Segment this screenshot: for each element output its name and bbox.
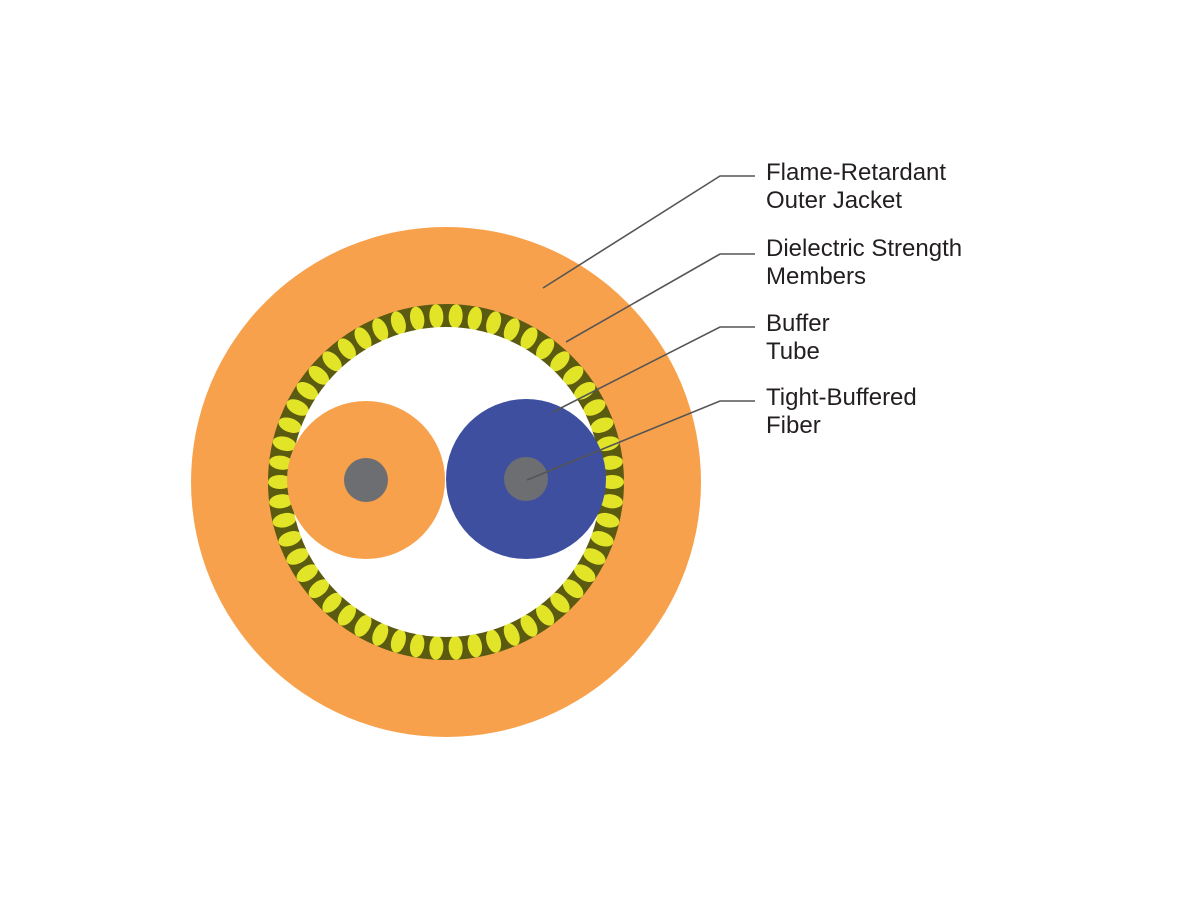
orange-fiber-core	[344, 458, 388, 502]
label-buffer: Buffer Tube	[766, 310, 836, 365]
strength-member-strand	[269, 494, 294, 509]
strength-member-strand	[467, 633, 483, 658]
strength-member-strand	[448, 304, 463, 329]
strength-member-strand	[600, 475, 624, 489]
strength-member-strand	[486, 629, 502, 653]
label-jacket: Flame-Retardant Outer Jacket	[766, 159, 953, 214]
strength-member-strand	[536, 604, 555, 626]
strength-member-strand	[296, 564, 319, 583]
strength-member-strand	[278, 531, 302, 547]
strength-member-strand	[573, 381, 596, 400]
strength-member-strand	[278, 417, 302, 433]
strength-member-strand	[322, 351, 342, 372]
strength-member-strand	[372, 623, 389, 646]
strength-member-strand	[409, 306, 425, 331]
strength-member-strand	[583, 399, 606, 416]
label-buffer-line-2: Tube	[766, 338, 820, 365]
strength-member-strand	[536, 338, 555, 360]
strength-member-strand	[595, 512, 620, 528]
strength-member-strand	[595, 436, 620, 452]
strength-member-strand	[503, 623, 520, 646]
label-fiber-line-1: Tight-Buffered	[766, 384, 917, 411]
strength-member-strand	[590, 417, 614, 433]
strength-member-strand	[272, 436, 297, 452]
strength-member-strand	[268, 475, 292, 489]
strength-member-strand	[503, 318, 520, 341]
blue-fiber-core	[504, 457, 548, 501]
label-jacket-line-2: Outer Jacket	[766, 187, 902, 214]
strength-member-strand	[520, 327, 538, 350]
strength-member-strand	[372, 318, 389, 341]
strength-member-strand	[583, 548, 606, 565]
strength-member-strand	[296, 381, 319, 400]
strength-member-strand	[337, 338, 356, 360]
label-jacket-line-1: Flame-Retardant	[766, 159, 946, 186]
strength-member-strand	[562, 579, 584, 599]
strength-member-strand	[590, 531, 614, 547]
strength-member-strand	[448, 635, 463, 660]
label-fiber-line-2: Fiber	[766, 412, 821, 439]
strength-member-strand	[354, 327, 372, 350]
strength-member-strand	[354, 614, 372, 637]
leader-line-jacket	[542, 175, 755, 289]
strength-member-strand	[550, 351, 570, 372]
leader-line-fiber	[526, 400, 755, 481]
label-fiber: Tight-Buffered Fiber	[766, 384, 923, 439]
strength-member-strand	[286, 548, 309, 565]
label-strength: Dielectric Strength Members	[766, 235, 969, 290]
label-buffer-line-1: Buffer	[766, 310, 830, 337]
strength-member-strand	[598, 494, 623, 509]
strength-member-strand	[272, 512, 297, 528]
strength-member-strand	[286, 399, 309, 416]
strength-member-strand	[322, 592, 342, 613]
leader-line-buffer	[552, 326, 755, 413]
strength-member-strand	[390, 311, 406, 335]
strength-member-texture	[268, 304, 624, 660]
strength-member-strand	[486, 311, 502, 335]
strength-member-strand	[573, 564, 596, 583]
strength-member-strand	[520, 614, 538, 637]
strength-member-strand	[308, 579, 330, 599]
strength-member-strand	[429, 304, 444, 329]
strength-member-strand	[337, 604, 356, 626]
strength-member-strand	[562, 365, 584, 385]
label-strength-line-1: Dielectric Strength	[766, 235, 962, 262]
strength-member-strand	[409, 633, 425, 658]
leader-line-strength	[565, 253, 755, 343]
label-strength-line-2: Members	[766, 263, 866, 290]
strength-member-strand	[550, 592, 570, 613]
strength-member-strand	[467, 306, 483, 331]
strength-member-strand	[429, 635, 444, 660]
strength-member-strand	[390, 629, 406, 653]
strength-member-strand	[269, 455, 294, 470]
strength-member-strand	[308, 365, 330, 385]
